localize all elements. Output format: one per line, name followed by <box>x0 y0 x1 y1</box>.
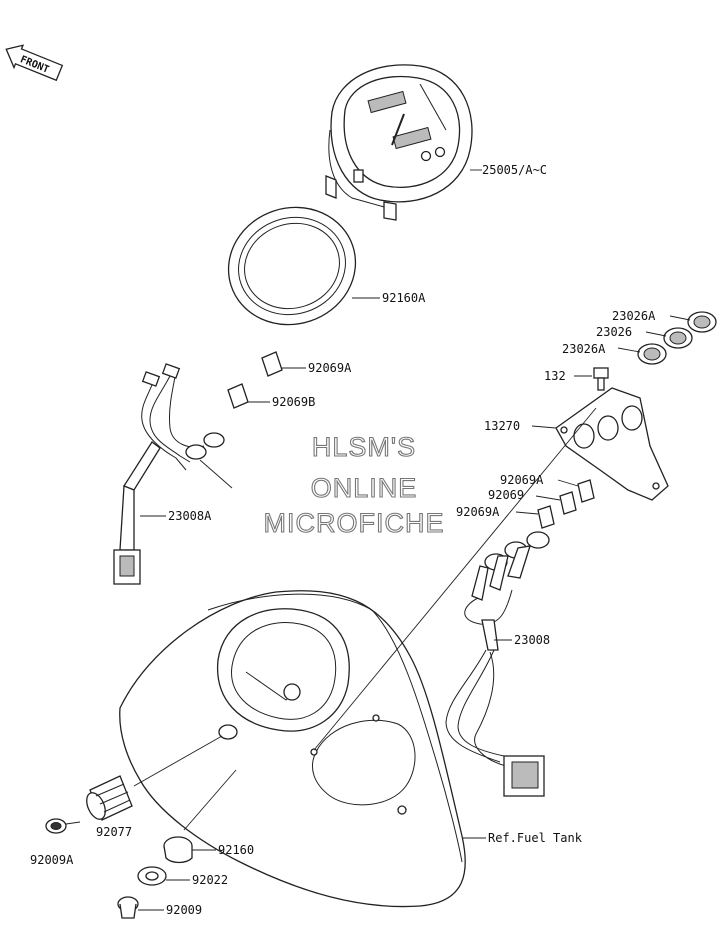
callout-132: 132 <box>544 369 566 383</box>
watermark-line-1: HLSM'S <box>312 432 416 462</box>
bolt-132 <box>593 367 609 391</box>
callout-92069a-upper: 92069A <box>308 361 352 375</box>
indicator-lens-top <box>687 311 717 333</box>
bulb-socket-upper-b <box>227 383 249 409</box>
callout-92009: 92009 <box>166 903 202 917</box>
washer-92022 <box>137 866 167 886</box>
callout-fuel-tank: Ref.Fuel Tank <box>488 831 583 845</box>
callout-92009a: 92009A <box>30 853 74 867</box>
indicator-lens-mid <box>663 327 693 349</box>
indicator-lens-low <box>637 343 667 365</box>
callout-23026a-low: 23026A <box>562 342 606 356</box>
meter-assembly <box>325 64 473 221</box>
callout-92160: 92160 <box>218 843 254 857</box>
front-arrow-icon: FRONT <box>5 44 64 82</box>
callout-92077: 92077 <box>96 825 132 839</box>
callout-92069b: 92069B <box>272 395 315 409</box>
watermark-line-2: ONLINE <box>311 473 418 503</box>
callout-23026a-top: 23026A <box>612 309 656 323</box>
watermark-line-3: MICROFICHE <box>264 508 445 538</box>
callout-25005: 25005/A~C <box>482 163 547 177</box>
callout-92069a-right-low: 92069A <box>456 505 500 519</box>
fuel-tank <box>119 590 466 908</box>
bulb-socket-right-mid <box>559 491 577 515</box>
bolt-92009 <box>117 896 139 919</box>
collar-92077 <box>86 775 133 821</box>
meter-harness-left <box>113 363 225 585</box>
callout-92069a-right-top: 92069A <box>500 473 544 487</box>
indicator-bracket <box>555 387 669 501</box>
callout-13270: 13270 <box>484 419 520 433</box>
callout-92022: 92022 <box>192 873 228 887</box>
callout-92160a: 92160A <box>382 291 426 305</box>
indicator-harness-right <box>445 531 550 797</box>
grommet-92160 <box>163 836 193 864</box>
callout-92069-right: 92069 <box>488 488 524 502</box>
callout-23026: 23026 <box>596 325 632 339</box>
bulb-socket-upper-a <box>261 351 283 377</box>
bulb-socket-right-a-low <box>537 505 555 529</box>
screw-92009a <box>45 818 81 834</box>
callout-23008: 23008 <box>514 633 550 647</box>
callout-23008a: 23008A <box>168 509 212 523</box>
bulb-socket-right-a-top <box>577 479 595 503</box>
meter-ring <box>227 206 357 326</box>
